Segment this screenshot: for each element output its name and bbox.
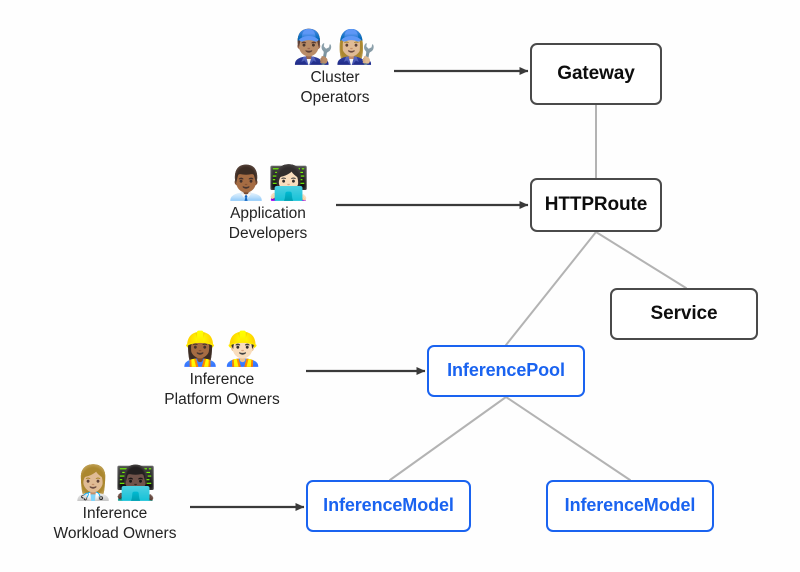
node-inferencepool[interactable]: InferencePool [427,345,585,397]
persona-inference-platform-owners: 👷🏾‍♀️👷🏻‍♂️ Inference Platform Owners [164,332,279,410]
man-office-worker-emoji-and-woman-technologist-emoji: 👨🏾‍💼👩🏻‍💻 [225,164,311,201]
connector-httproute-inferencepool [505,231,597,346]
persona-label-application-developers: Application Developers [228,205,308,242]
connector-inferencepool-model-right [505,396,631,481]
woman-health-worker-emoji-and-man-technologist-emoji: 👩🏼‍⚕️👨🏿‍💻 [72,464,158,501]
connector-inferencepool-model-left [389,396,507,481]
connector-httproute-service [595,231,687,289]
node-inferencemodel-left[interactable]: InferenceModel [306,480,471,532]
persona-arrows [190,67,529,511]
persona-label-inference-platform-owners: Inference Platform Owners [164,371,280,408]
node-httproute[interactable]: HTTPRoute [530,178,662,232]
node-service[interactable]: Service [610,288,758,340]
persona-label-inference-workload-owners: Inference Workload Owners [53,505,177,542]
woman-construction-worker-emoji-and-man-construction-worker-emoji: 👷🏾‍♀️👷🏻‍♂️ [179,330,265,367]
node-gateway[interactable]: Gateway [530,43,662,105]
persona-cluster-operators: 👨🏽‍🔧👩🏼‍🔧 Cluster Operators [293,30,377,108]
node-inferencemodel-right[interactable]: InferenceModel [546,480,714,532]
man-mechanic-emoji-and-woman-mechanic-emoji: 👨🏽‍🔧👩🏼‍🔧 [292,28,378,65]
persona-label-cluster-operators: Cluster Operators [300,69,370,106]
persona-application-developers: 👨🏾‍💼👩🏻‍💻 Application Developers [226,166,310,244]
persona-inference-workload-owners: 👩🏼‍⚕️👨🏿‍💻 Inference Workload Owners [54,466,177,544]
